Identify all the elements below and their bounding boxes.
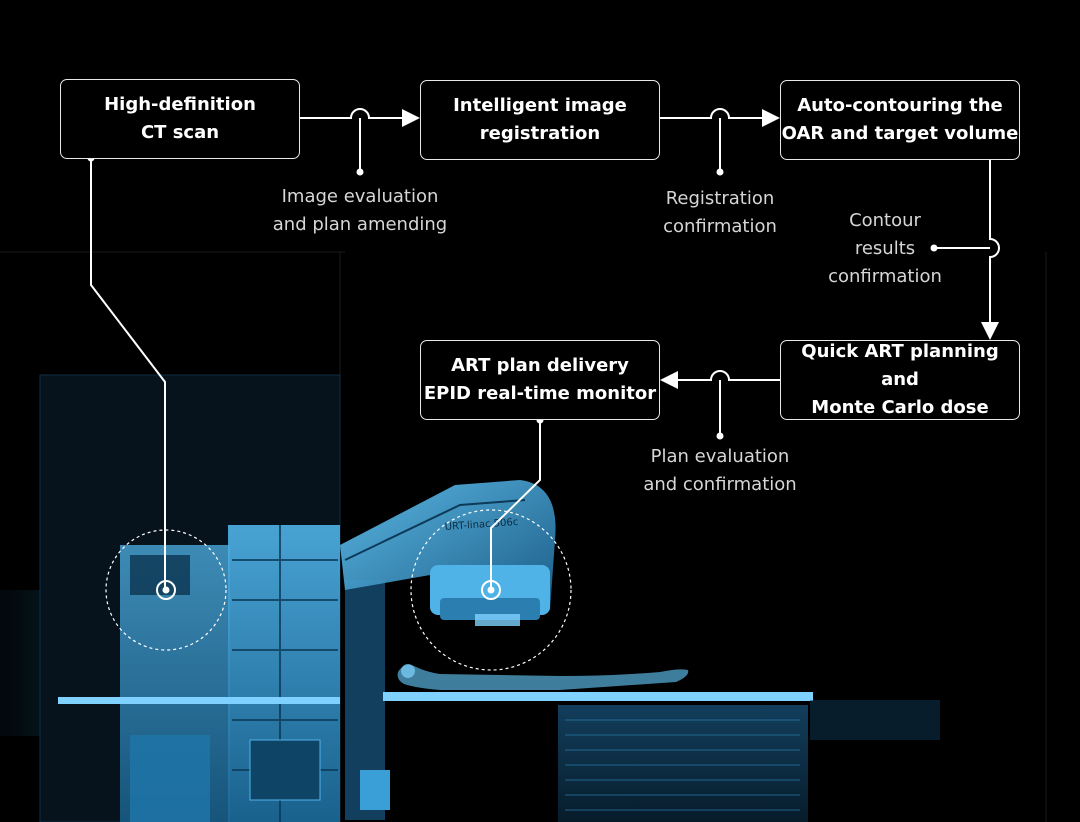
couch-top (383, 692, 813, 701)
ct-detail-block (130, 555, 190, 595)
couch-left-rail (58, 697, 340, 704)
step-auto-contouring-line-2: OAR and target volume (781, 123, 1019, 144)
checkpoint-contour-line-2: results (854, 238, 916, 259)
head-target-center (481, 580, 501, 600)
checkpoint-plan-evaluation: Plan evaluation and confirmation (610, 443, 830, 499)
step-ct-scan-line-1: High-definition (104, 94, 256, 115)
arrow-4-5 (660, 371, 678, 389)
step-art-delivery-line-2: EPID real-time monitor (423, 383, 657, 404)
arrow-1-2 (402, 109, 420, 127)
head-callout-line (490, 420, 541, 590)
step-auto-contouring-line-1: Auto-contouring the (797, 95, 1003, 116)
checkpoint-contour: Contour results confirmation (800, 207, 970, 291)
connector-4-5 (678, 370, 780, 381)
ct-lower-block (130, 735, 210, 822)
checkpoint-registration-line-2: confirmation (663, 216, 777, 237)
arrow-heads (402, 109, 999, 389)
checkpoint-registration-line-1: Registration (665, 188, 775, 209)
checkpoint-plan-evaluation-line-1: Plan evaluation (650, 446, 790, 467)
ct-control-box (249, 739, 321, 801)
step-image-registration-line-1: Intelligent image (453, 95, 627, 116)
step-image-registration-line-2: registration (479, 123, 601, 144)
ct-callout-line (90, 158, 166, 590)
connector-2-3 (660, 108, 762, 119)
checkpoint-4-dot (716, 432, 724, 440)
arrow-2-3 (762, 109, 780, 127)
step-art-delivery-line-1: ART plan delivery (451, 355, 629, 376)
ct-target-center (156, 580, 176, 600)
checkpoint-image-evaluation-line-1: Image evaluation (281, 186, 439, 207)
checkpoint-1-dot (356, 168, 364, 176)
checkpoint-dots (87, 154, 938, 440)
arrow-3-4 (981, 322, 999, 340)
step-art-planning-line-1: Quick ART planning and (801, 341, 999, 390)
head-target-ring (410, 509, 572, 671)
ct-target-ring (105, 529, 227, 651)
step-ct-scan: High-definition CT scan (60, 79, 300, 159)
flow-connectors (90, 108, 1000, 590)
checkpoint-2-dot (716, 168, 724, 176)
connector-3-4 (989, 160, 1000, 322)
step-art-planning-line-2: Monte Carlo dose (811, 397, 989, 418)
step-art-delivery: ART plan delivery EPID real-time monitor (420, 340, 660, 420)
checkpoint-plan-evaluation-line-2: and confirmation (643, 474, 797, 495)
target-markers (105, 509, 572, 671)
step-ct-scan-line-2: CT scan (140, 122, 220, 143)
checkpoint-image-evaluation: Image evaluation and plan amending (250, 183, 470, 239)
checkpoint-contour-line-1: Contour (849, 210, 921, 231)
patient-figure (397, 664, 689, 690)
step-art-planning: Quick ART planning and Monte Carlo dose (780, 340, 1020, 420)
machine-base-knob (360, 770, 390, 810)
checkpoint-contour-line-3: confirmation (828, 266, 942, 287)
connector-1-2 (300, 108, 402, 119)
checkpoint-image-evaluation-line-2: and plan amending (272, 214, 448, 235)
checkpoint-3-dot (930, 244, 938, 252)
step-image-registration: Intelligent image registration (420, 80, 660, 160)
couch-base (558, 705, 808, 822)
gantry-label: URT-linac 506c (444, 517, 518, 533)
checkpoint-registration: Registration confirmation (620, 185, 820, 241)
step-auto-contouring: Auto-contouring the OAR and target volum… (780, 80, 1020, 160)
